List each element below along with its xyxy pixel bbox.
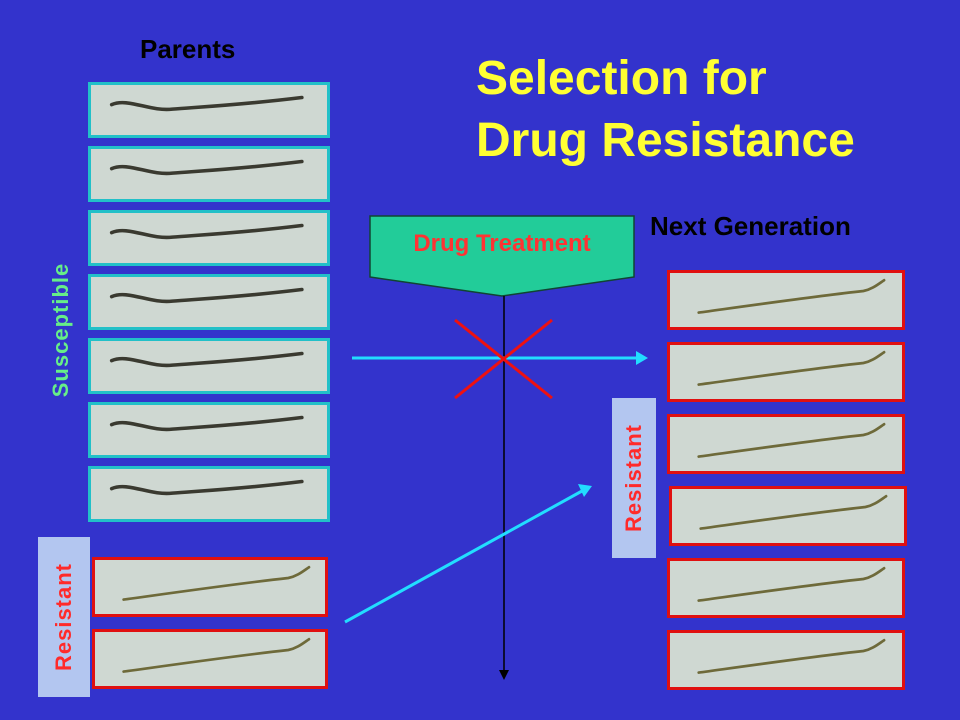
next-gen-resistant-worm-photo [667, 630, 905, 690]
drug-treatment-label: Drug Treatment [413, 230, 591, 257]
susceptible-worm-photo [88, 146, 330, 202]
title-line-1: Selection for [476, 52, 767, 105]
next-gen-resistant-worm-photo [669, 486, 907, 546]
resistant-parent-worm-photo [92, 557, 328, 617]
susceptible-worm-photo [88, 274, 330, 330]
resistant-label-box-right [612, 398, 656, 558]
resistant-arrow [344, 489, 583, 624]
resistant-label-right: Resistant [621, 423, 646, 533]
susceptible-worm-photo [88, 82, 330, 138]
resistant-arrowhead [578, 484, 592, 497]
next-gen-resistant-worm-photo [667, 414, 905, 474]
resistant-label-box-left [38, 537, 90, 697]
timeline-arrowhead [499, 670, 509, 680]
susceptible-arrowhead [636, 351, 648, 365]
susceptible-label: Susceptible [48, 262, 73, 398]
next-gen-resistant-worm-photo [667, 270, 905, 330]
susceptible-worm-photo [88, 402, 330, 458]
resistant-parent-worm-photo [92, 629, 328, 689]
parents-label: Parents [140, 34, 236, 64]
next-gen-resistant-worm-photo [667, 558, 905, 618]
susceptible-worm-photo [88, 338, 330, 394]
page-title: Selection for Drug Resistance [476, 48, 946, 172]
blocked-cross-line [454, 318, 553, 400]
susceptible-worm-photo [88, 466, 330, 522]
susceptible-worm-photo [88, 210, 330, 266]
title-line-2: Drug Resistance [476, 114, 855, 167]
drug-treatment-box [369, 215, 635, 297]
resistant-label-left: Resistant [51, 562, 76, 672]
next-gen-resistant-worm-photo [667, 342, 905, 402]
blocked-cross-line [454, 318, 553, 400]
next-generation-label: Next Generation [650, 211, 851, 241]
